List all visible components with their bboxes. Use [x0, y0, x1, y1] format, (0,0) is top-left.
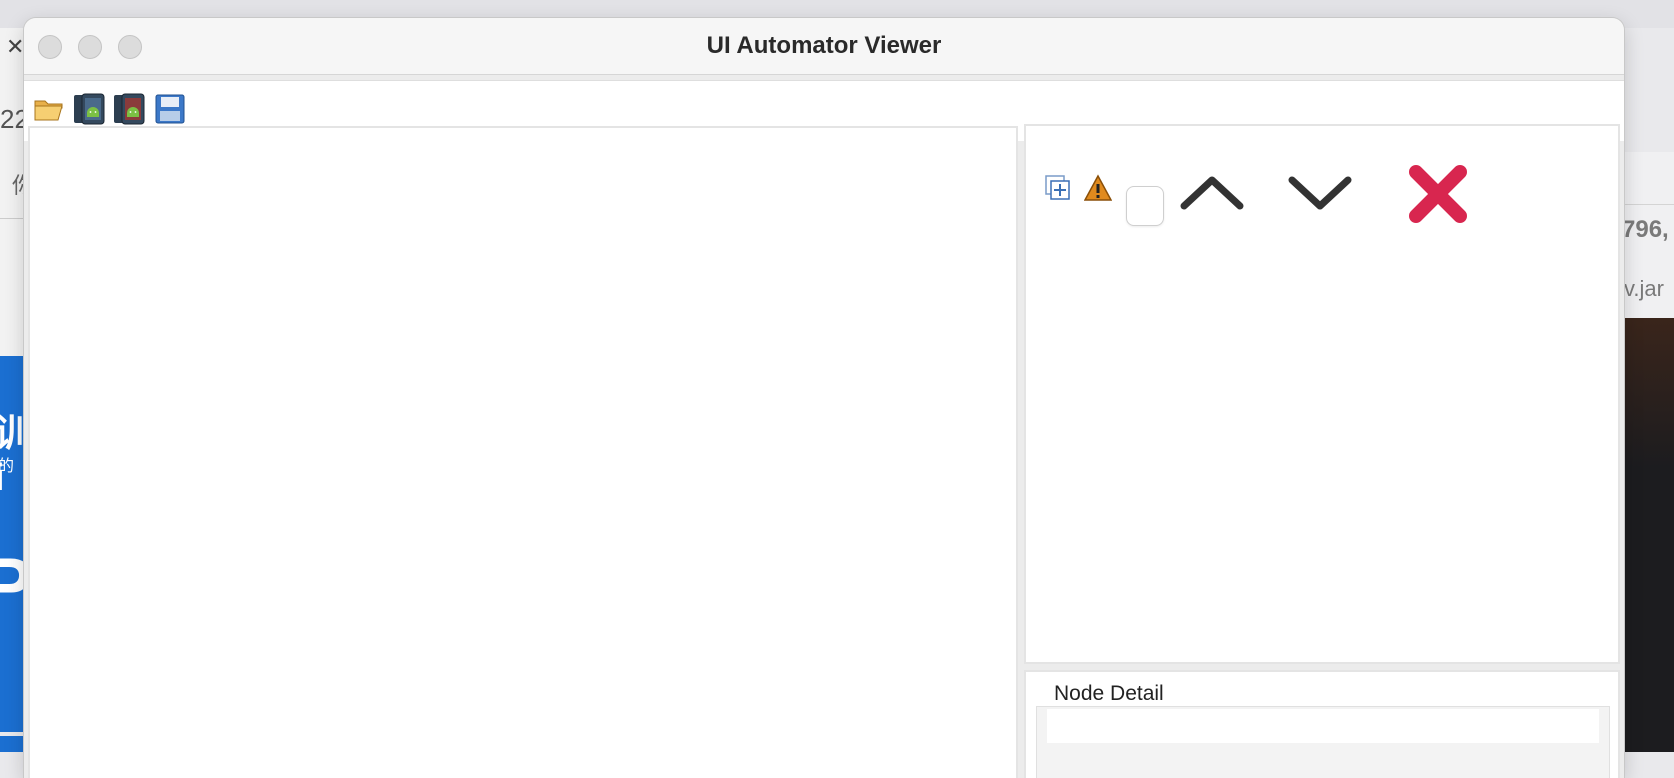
window-title: UI Automator Viewer [706, 32, 942, 59]
device-screenshot-button[interactable] [72, 91, 108, 127]
background-blue-banner: 训i 的 P [0, 356, 26, 752]
device-screenshot-compressed-button[interactable] [112, 91, 148, 127]
warning-icon [1084, 174, 1112, 201]
node-detail-row[interactable] [1047, 709, 1599, 743]
node-detail-pane: Node Detail [1024, 670, 1620, 778]
background-right-filename: v.jar [1624, 276, 1664, 301]
node-detail-label: Node Detail [1054, 682, 1164, 705]
open-button[interactable] [32, 91, 68, 127]
nafs-toggle-checkbox[interactable] [1126, 186, 1164, 226]
save-icon [155, 94, 185, 124]
expand-all-button[interactable] [1044, 174, 1072, 202]
background-right-divider [1624, 204, 1674, 205]
nafs-warning-button[interactable] [1084, 174, 1112, 202]
background-dark-panel [1624, 318, 1674, 752]
close-icon [1409, 165, 1467, 223]
chevron-up-icon [1180, 176, 1244, 210]
banner-text-2: 的 [0, 458, 15, 475]
window-minimize-button[interactable] [78, 35, 102, 59]
node-detail-table[interactable] [1036, 706, 1610, 778]
banner-text-1: 训i [0, 413, 26, 499]
expand-all-icon [1045, 175, 1070, 200]
device-screenshot-compressed-icon [114, 93, 145, 125]
open-icon [34, 100, 63, 121]
hierarchy-tree-pane[interactable] [1024, 124, 1620, 664]
screenshot-canvas[interactable] [28, 126, 1018, 778]
save-button[interactable] [152, 91, 188, 127]
title-bar[interactable]: UI Automator Viewer [24, 18, 1624, 75]
previous-node-button[interactable] [1176, 164, 1248, 224]
chevron-down-icon [1288, 176, 1352, 210]
background-glow [1624, 318, 1674, 468]
banner-text-3: P [0, 543, 26, 628]
background-right-window [1624, 152, 1674, 318]
banner-bar [0, 732, 26, 736]
next-node-button[interactable] [1284, 164, 1356, 224]
window-close-button[interactable] [38, 35, 62, 59]
background-divider [0, 218, 30, 219]
clear-search-button[interactable] [1402, 158, 1474, 230]
background-close-icon: ✕ [6, 34, 25, 59]
device-screenshot-icon [74, 93, 105, 125]
window-zoom-button[interactable] [118, 35, 142, 59]
uiautomator-window: UI Automator Viewer [24, 18, 1624, 778]
background-right-number: 796, [1622, 216, 1669, 243]
